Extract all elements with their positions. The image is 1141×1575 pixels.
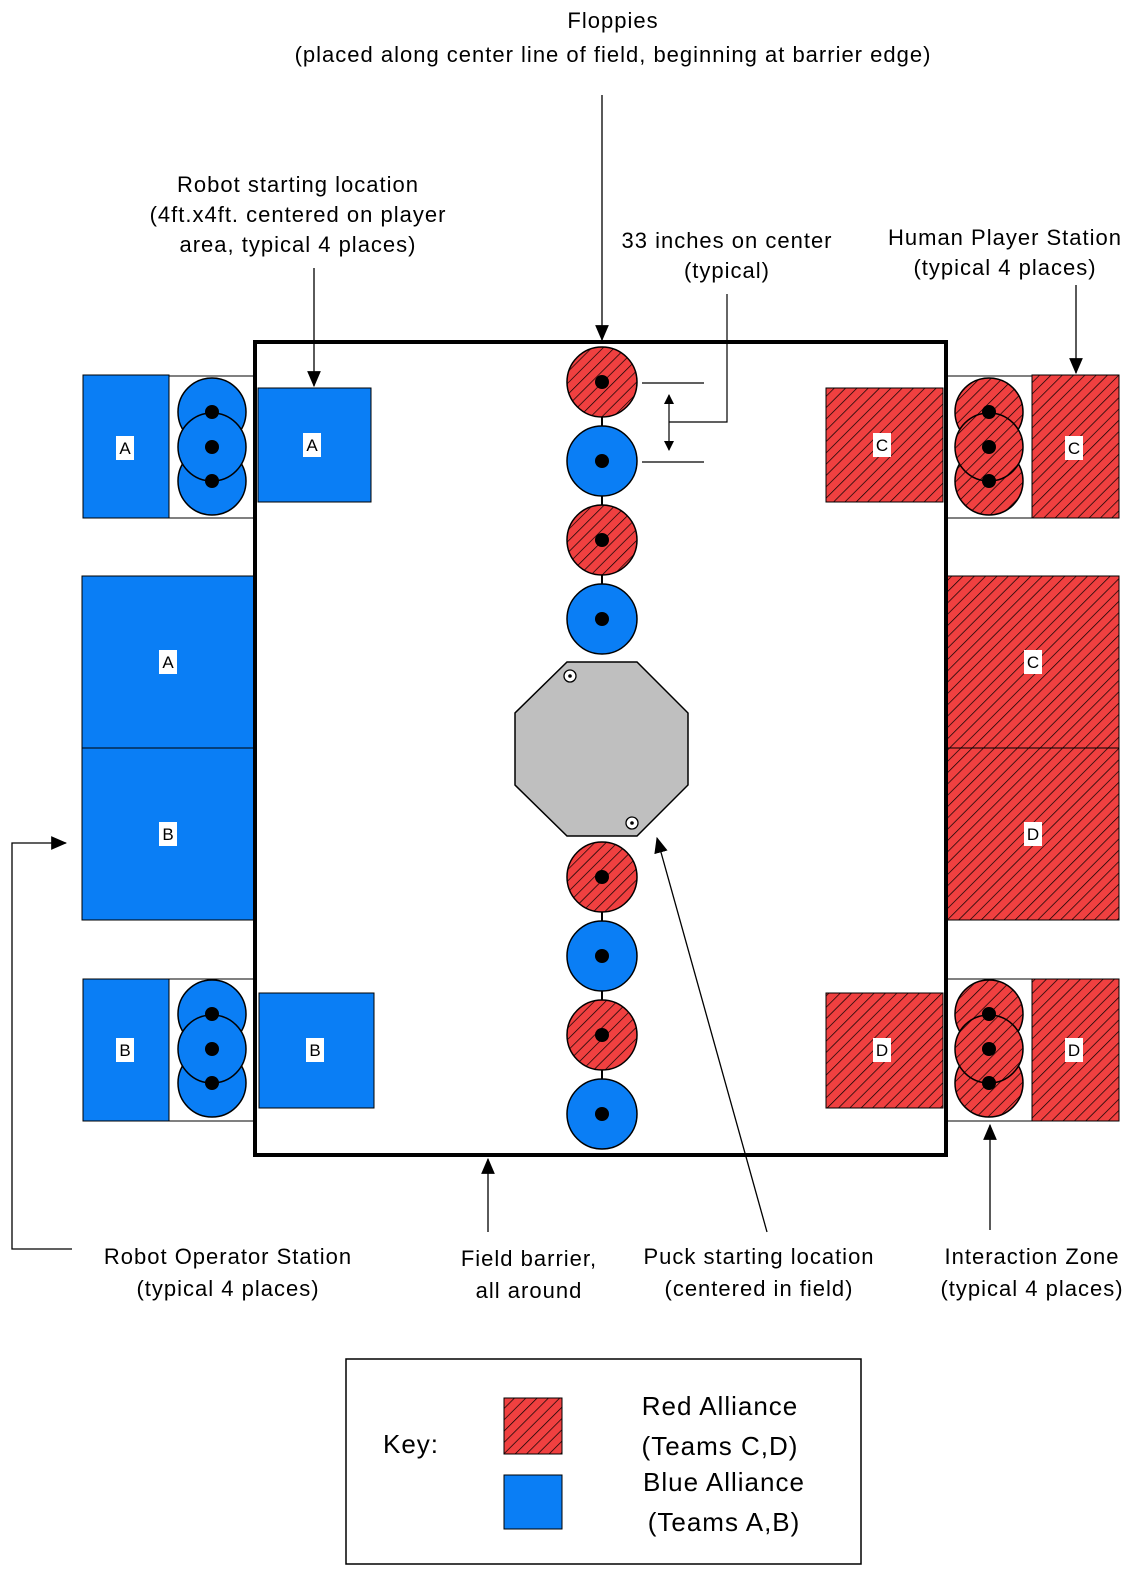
legend-blue-teams: (Teams A,B) xyxy=(648,1507,801,1537)
zone-label: A xyxy=(306,436,318,455)
floppy-center-dot xyxy=(595,375,609,389)
zone-label: D xyxy=(1068,1041,1080,1060)
zone-label: D xyxy=(1027,825,1039,844)
floppy-center-dot xyxy=(595,454,609,468)
legend-red-teams: (Teams C,D) xyxy=(642,1431,799,1461)
robot-start-blue-bottom: B xyxy=(258,992,375,1109)
floppy-center-dot xyxy=(595,870,609,884)
interaction-zone-blue-bottom xyxy=(167,978,255,1122)
operator-label: (typical 4 places) xyxy=(136,1276,319,1301)
operator-leader xyxy=(11,836,72,1250)
interaction-label: (typical 4 places) xyxy=(940,1276,1123,1301)
zone-label: C xyxy=(876,436,888,455)
operator-label: Robot Operator Station xyxy=(104,1244,352,1269)
floppies-note: (placed along center line of field, begi… xyxy=(295,42,932,67)
zone-label: A xyxy=(162,653,174,672)
puck-label: Puck starting location xyxy=(643,1244,874,1269)
legend-blue-swatch xyxy=(503,1474,563,1530)
spacing-label: (typical) xyxy=(684,258,770,283)
robot-operator-station-red: C D xyxy=(946,575,1120,921)
floppy-center-dot xyxy=(595,533,609,547)
floppy-center-dot xyxy=(595,1107,609,1121)
robot-start-red-top: C xyxy=(825,387,944,503)
spacing-dimension xyxy=(642,294,728,463)
puck-leader xyxy=(654,836,768,1233)
robot-start-label: (4ft.x4ft. centered on player xyxy=(150,202,447,227)
barrier-label: all around xyxy=(476,1278,583,1303)
puck xyxy=(514,661,689,837)
floppies-top-column xyxy=(566,346,638,655)
human-player-station-red-bottom: D xyxy=(1031,978,1120,1122)
zone-label: B xyxy=(119,1041,130,1060)
legend-title: Key: xyxy=(383,1429,439,1459)
human-player-station-blue-bottom: B xyxy=(82,978,170,1122)
zone-label: C xyxy=(1068,439,1080,458)
interaction-zone-red-bottom xyxy=(946,978,1034,1122)
barrier-label: Field barrier, xyxy=(461,1246,597,1271)
legend-red-swatch xyxy=(503,1397,563,1455)
robot-start-label: Robot starting location xyxy=(177,172,419,197)
floppy-center-dot xyxy=(595,1028,609,1042)
floppy-center-dot xyxy=(595,949,609,963)
legend-blue-label: Blue Alliance xyxy=(643,1467,805,1497)
interaction-zone-blue-top xyxy=(167,375,255,519)
interaction-label: Interaction Zone xyxy=(945,1244,1120,1269)
robot-start-red-bottom: D xyxy=(825,992,944,1109)
zone-label: B xyxy=(162,825,173,844)
puck-label: (centered in field) xyxy=(665,1276,854,1301)
floppy-center-dot xyxy=(595,612,609,626)
floppies-title: Floppies xyxy=(567,8,658,33)
robot-start-label: area, typical 4 places) xyxy=(180,232,417,257)
zone-label: B xyxy=(309,1041,320,1060)
human-player-station-red-top: C xyxy=(1031,374,1120,519)
human-station-label: (typical 4 places) xyxy=(913,255,1096,280)
interaction-zone-red-top xyxy=(946,375,1034,519)
zone-label: D xyxy=(876,1041,888,1060)
zone-label: A xyxy=(119,439,131,458)
legend-red-label: Red Alliance xyxy=(642,1391,799,1421)
legend: Key: Red Alliance (Teams C,D) Blue Allia… xyxy=(345,1358,862,1565)
human-player-station-blue-top: A xyxy=(82,374,170,519)
robot-operator-station-blue: A B xyxy=(81,575,255,921)
spacing-label: 33 inches on center xyxy=(621,228,832,253)
zone-label: C xyxy=(1027,653,1039,672)
robot-start-blue-top: A xyxy=(257,387,372,503)
floppies-bottom-column xyxy=(566,841,638,1150)
human-station-label: Human Player Station xyxy=(888,225,1122,250)
